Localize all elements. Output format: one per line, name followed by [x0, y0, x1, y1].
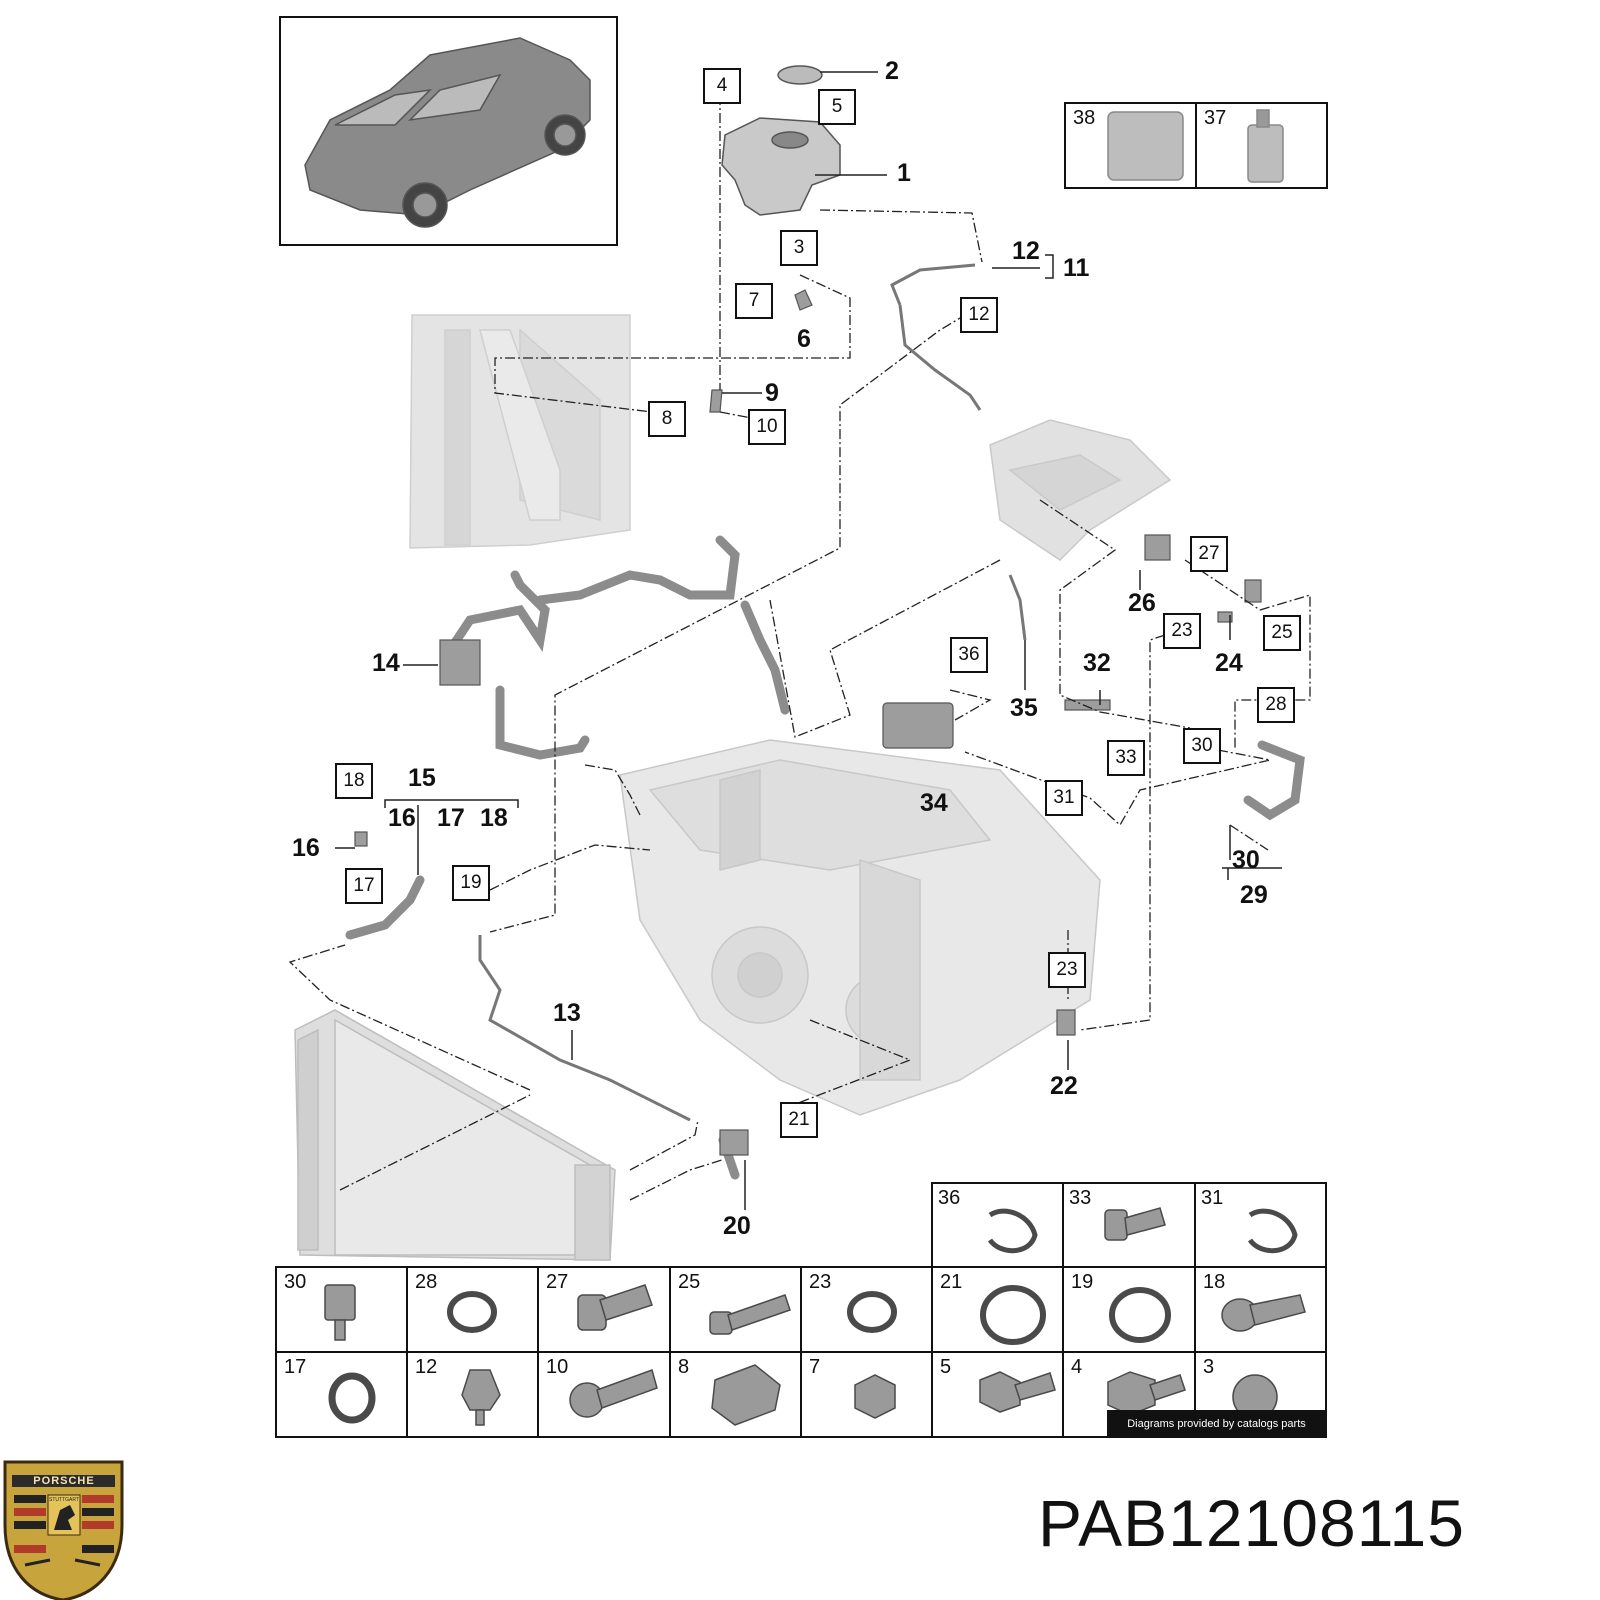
hardware-cell-17: 17	[284, 1356, 307, 1378]
porsche-logo-subtext: STUTTGART	[49, 1497, 79, 1503]
diagram-credit: Diagrams provided by catalogs parts	[1107, 1410, 1326, 1438]
hardware-cell-23: 23	[809, 1271, 832, 1293]
callout-22: 22	[1050, 1072, 1078, 1100]
hardware-cell-30: 30	[284, 1271, 307, 1293]
callout-15: 15	[408, 764, 436, 792]
callout-12: 12	[1012, 237, 1040, 265]
fluids-table-frame	[1064, 102, 1328, 189]
hardware-cell-21: 21	[940, 1271, 963, 1293]
callout-18-group: 18	[480, 804, 508, 832]
hardware-cell-8: 8	[678, 1356, 690, 1378]
box-callout-33: 33	[1107, 740, 1145, 776]
hardware-cell-28: 28	[415, 1271, 438, 1293]
callout-2: 2	[885, 57, 899, 85]
callout-13: 13	[553, 999, 581, 1027]
fluid-containers	[1107, 109, 1284, 183]
fluid-cell-37: 37	[1204, 107, 1227, 129]
front-body-panel	[409, 314, 631, 549]
callout-9: 9	[765, 379, 779, 407]
callout-30: 30	[1232, 846, 1260, 874]
leader-lines	[288, 95, 1311, 1201]
small-parts	[354, 289, 1262, 1156]
hardware-cell-5: 5	[940, 1356, 952, 1378]
hardware-cell-19: 19	[1071, 1271, 1094, 1293]
part-number: PAB12108115	[1038, 1486, 1465, 1560]
fluid-cell-38: 38	[1073, 107, 1096, 129]
box-callout-8: 8	[648, 401, 686, 437]
solid-leaders	[335, 71, 1282, 1210]
box-callout-23-upper: 23	[1163, 613, 1201, 649]
callout-6: 6	[797, 325, 811, 353]
hardware-cell-36: 36	[938, 1187, 961, 1209]
hardware-cell-10: 10	[546, 1356, 569, 1378]
box-callout-12: 12	[960, 297, 998, 333]
box-callout-10: 10	[748, 409, 786, 445]
callout-17-group: 17	[437, 804, 465, 832]
callout-34: 34	[920, 789, 948, 817]
porsche-logo-text: PORSCHE	[33, 1475, 95, 1487]
box-callout-21: 21	[780, 1102, 818, 1138]
coolant-hoses	[345, 535, 1305, 1180]
callout-1: 1	[897, 159, 911, 187]
callout-14: 14	[372, 649, 400, 677]
hardware-cell-4: 4	[1071, 1356, 1083, 1378]
callout-16: 16	[292, 834, 320, 862]
box-callout-31: 31	[1045, 780, 1083, 816]
box-callout-17: 17	[345, 868, 383, 904]
box-callout-28: 28	[1257, 687, 1295, 723]
thin-lines	[478, 263, 1027, 1122]
callout-26: 26	[1128, 589, 1156, 617]
box-callout-23-lower: 23	[1048, 952, 1086, 988]
box-callout-18: 18	[335, 763, 373, 799]
box-callout-25: 25	[1263, 615, 1301, 651]
box-callout-30: 30	[1183, 728, 1221, 764]
callout-35: 35	[1010, 694, 1038, 722]
hardware-table-frame	[275, 1182, 1327, 1438]
hardware-cell-3: 3	[1203, 1356, 1215, 1378]
box-callout-36: 36	[950, 637, 988, 673]
vehicle-thumbnail	[304, 37, 591, 228]
box-callout-19: 19	[452, 865, 490, 901]
hardware-cell-31: 31	[1201, 1187, 1224, 1209]
box-callout-5: 5	[818, 89, 856, 125]
callout-29: 29	[1240, 881, 1268, 909]
radiator	[294, 1009, 616, 1261]
callout-24: 24	[1215, 649, 1243, 677]
expansion-tank	[721, 65, 841, 216]
callout-11: 11	[1063, 254, 1090, 282]
hardware-cell-27: 27	[546, 1271, 569, 1293]
callout-20: 20	[723, 1212, 751, 1240]
vehicle-thumbnail-frame	[279, 16, 618, 246]
hardware-cell-18: 18	[1203, 1271, 1226, 1293]
engine-mount-bracket	[989, 419, 1172, 561]
hardware-cell-33: 33	[1069, 1187, 1092, 1209]
callout-16-group: 16	[388, 804, 416, 832]
box-callout-7: 7	[735, 283, 773, 319]
hardware-pictograms	[324, 1207, 1306, 1426]
hardware-cell-25: 25	[678, 1271, 701, 1293]
callout-32: 32	[1083, 649, 1111, 677]
box-callout-3: 3	[780, 230, 818, 266]
box-callout-4: 4	[703, 68, 741, 104]
hardware-cell-7: 7	[809, 1356, 821, 1378]
box-callout-27: 27	[1190, 536, 1228, 572]
hardware-cell-12: 12	[415, 1356, 438, 1378]
porsche-crest-emblem	[3, 1460, 124, 1600]
engine-block	[619, 739, 1101, 1116]
